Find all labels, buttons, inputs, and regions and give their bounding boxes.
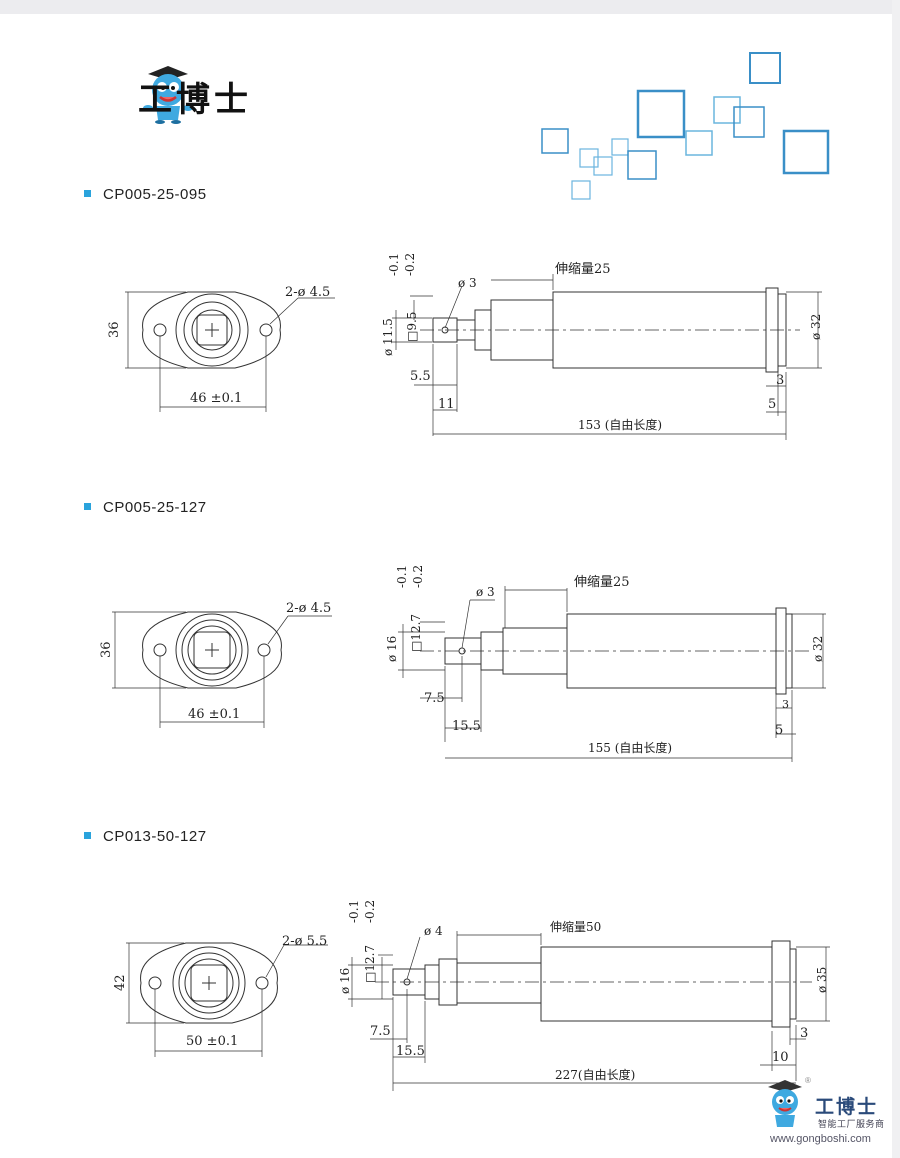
dim-end: 10: [772, 1050, 789, 1065]
dim-d2: 15.5: [452, 719, 481, 734]
dim-shaft: ø 11.5: [381, 318, 395, 356]
registered-mark: ®: [805, 1076, 811, 1085]
dim-d2: 11: [438, 397, 455, 412]
section-title-2: CP005-25-127: [84, 499, 207, 516]
dim-hole: 2-ø 4.5: [286, 601, 331, 616]
bullet-icon: [84, 831, 91, 839]
dim-length: 227(自由长度): [555, 1067, 635, 1082]
dim-hole: 2-ø 4.5: [285, 285, 330, 300]
dim-end: 5: [775, 723, 783, 738]
dim-tol-top: -0.1: [387, 253, 401, 276]
dim-length: 153 (自由长度): [578, 417, 662, 432]
dim-pin: ø 4: [424, 924, 443, 938]
dim-end: 5: [768, 397, 776, 412]
dim-pin: ø 3: [458, 276, 477, 290]
dim-flange: 3: [800, 1026, 808, 1041]
dim-square: □12.7: [363, 945, 377, 983]
brand-name: 工博士: [138, 80, 252, 120]
dim-body: ø 35: [815, 967, 829, 993]
dim-pitch: 46 ±0.1: [190, 391, 242, 406]
dim-d1: 5.5: [410, 369, 431, 384]
dim-body: ø 32: [811, 636, 825, 662]
model-number: CP005-25-127: [103, 499, 207, 516]
dim-tol-top: -0.1: [395, 565, 409, 588]
section-title-3: CP013-50-127: [84, 828, 207, 845]
dim-pin: ø 3: [476, 585, 495, 599]
section-title-1: CP005-25-095: [84, 186, 207, 203]
dim-shaft: ø 16: [385, 636, 399, 662]
dim-height: 36: [107, 321, 122, 338]
dim-stroke: 伸缩量25: [574, 574, 630, 590]
watermark-tagline: 智能工厂服务商: [818, 1119, 885, 1129]
watermark-brand: 工博士: [815, 1096, 879, 1118]
dim-body: ø 32: [809, 314, 823, 340]
top-bar: [0, 0, 900, 14]
model-number: CP005-25-095: [103, 186, 207, 203]
dim-tol-top: -0.1: [347, 900, 361, 923]
bullet-icon: [84, 502, 91, 510]
mascot-logo-icon: [143, 66, 193, 124]
dim-pitch: 46 ±0.1: [188, 707, 240, 722]
dim-d1: 7.5: [370, 1024, 391, 1039]
right-edge-bar: [892, 0, 900, 1158]
dim-tol-bottom: -0.2: [403, 253, 417, 276]
dim-tol-bottom: -0.2: [411, 565, 425, 588]
dim-square: □9.5: [405, 312, 419, 342]
dim-hole: 2-ø 5.5: [282, 934, 327, 949]
dim-stroke: 伸缩量25: [555, 261, 611, 277]
dim-d2: 15.5: [396, 1044, 425, 1059]
drawing-cp013-50-127: 42 2-ø 5.5 50 ±0.1 -0.1 -0.2 □12.7 ø 4 伸…: [113, 900, 830, 1091]
dim-height: 36: [99, 641, 114, 658]
bullet-icon: [84, 189, 91, 197]
dim-shaft: ø 16: [338, 968, 352, 994]
watermark-url: www.gongboshi.com: [770, 1133, 871, 1145]
decorative-squares: [541, 52, 830, 200]
dim-stroke: 伸缩量50: [550, 919, 601, 934]
dim-height: 42: [113, 974, 128, 991]
dim-tol-bottom: -0.2: [363, 900, 377, 923]
model-number: CP013-50-127: [103, 828, 207, 845]
dim-d1: 7.5: [424, 691, 445, 706]
drawing-cp005-25-095: 36 2-ø 4.5 46 ±0.1 -0.1 -0.2 □9.5 ø 3 伸缩…: [107, 253, 823, 440]
dim-pitch: 50 ±0.1: [186, 1034, 238, 1049]
dim-length: 155 (自由长度): [588, 740, 672, 755]
dim-flange: 3: [782, 698, 789, 711]
dim-square: □12.7: [409, 614, 423, 652]
drawing-cp005-25-127: 36 2-ø 4.5 46 ±0.1 -0.1 -0.2 □12.7 ø 3 伸…: [99, 565, 826, 762]
dim-flange: 3: [776, 373, 784, 388]
watermark-mascot-icon: [768, 1080, 802, 1127]
